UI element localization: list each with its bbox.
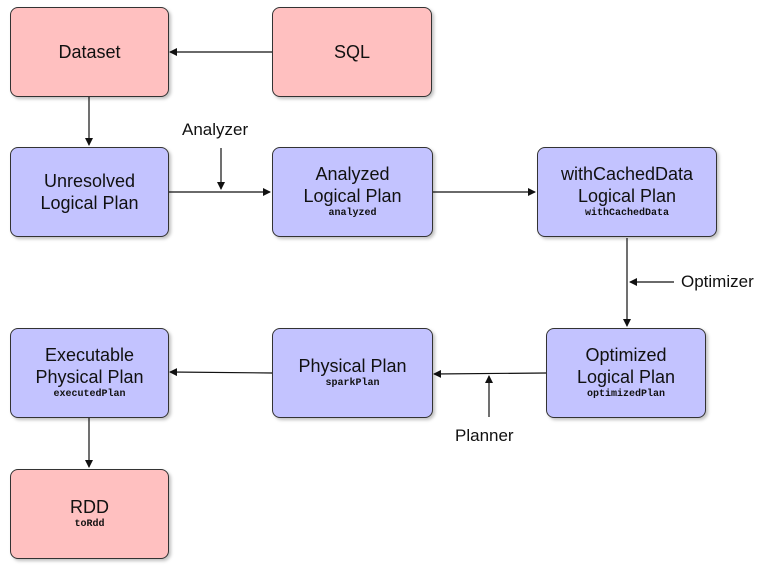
label-optimizer: Optimizer (681, 272, 754, 291)
node-rdd-code: toRdd (74, 519, 105, 530)
node-sql: SQL (272, 7, 432, 97)
node-executable-physical-plan: Executable Physical Plan executedPlan (10, 328, 169, 418)
node-analyzed-title: Analyzed Logical Plan (303, 164, 402, 206)
node-dataset: Dataset (10, 7, 169, 97)
node-rdd: RDD toRdd (10, 469, 169, 559)
node-executable-code: executedPlan (53, 389, 126, 400)
node-physical-plan: Physical Plan sparkPlan (272, 328, 433, 418)
node-analyzed-code: analyzed (328, 208, 377, 219)
edge-physical-to-executable (169, 368, 273, 377)
node-analyzed-logical-plan: Analyzed Logical Plan analyzed (272, 147, 433, 237)
node-withcacheddata-logical-plan: withCachedData Logical Plan withCachedDa… (537, 147, 717, 237)
node-unresolved-logical-plan: Unresolved Logical Plan (10, 147, 169, 237)
node-physical-title: Physical Plan (298, 356, 407, 376)
node-optimized-title: Optimized Logical Plan (576, 345, 676, 387)
label-analyzer: Analyzer (182, 120, 249, 139)
label-planner: Planner (455, 426, 514, 445)
node-physical-code: sparkPlan (325, 378, 380, 389)
node-cached-code: withCachedData (584, 208, 669, 219)
node-optimized-logical-plan: Optimized Logical Plan optimizedPlan (546, 328, 706, 418)
node-rdd-title: RDD (70, 497, 109, 517)
node-cached-title: withCachedData Logical Plan (560, 164, 694, 206)
node-executable-title: Executable Physical Plan (35, 345, 144, 387)
edge-optimized-to-physical (433, 369, 547, 378)
node-unresolved-title: Unresolved Logical Plan (40, 171, 139, 213)
node-optimized-code: optimizedPlan (586, 389, 665, 400)
node-dataset-title: Dataset (58, 42, 121, 62)
node-sql-title: SQL (333, 42, 371, 62)
